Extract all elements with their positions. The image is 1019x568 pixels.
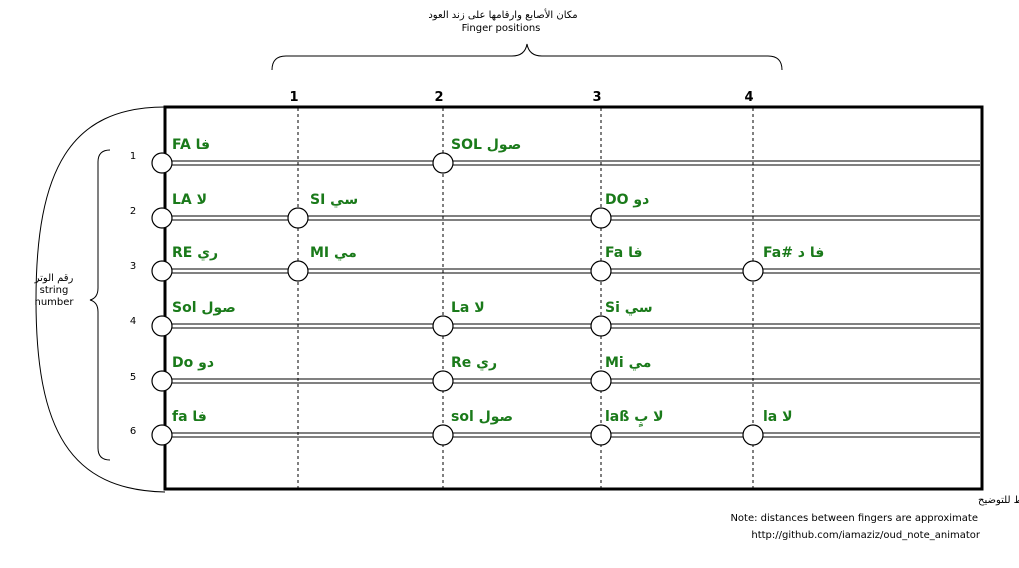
string-number-3: 3: [130, 261, 136, 272]
note-dot-s6-f0: [151, 424, 173, 446]
side-label-string: string: [40, 285, 69, 296]
note-dot-s4-f3: [590, 315, 612, 337]
string-number-1: 1: [130, 151, 136, 162]
note-dot-s5-f3: [590, 370, 612, 392]
note-dot-s6-f3: [590, 424, 612, 446]
note-dot-s3-f1: [287, 260, 309, 282]
fingerboard-frame: [163, 105, 984, 491]
note-dot-s4-f2: [432, 315, 454, 337]
finger-positions-brace: [271, 43, 783, 71]
fret-number-3: 3: [592, 90, 601, 105]
note-dot-s1-f0: [151, 152, 173, 174]
note-label-s4-f3: Si سي: [605, 300, 653, 316]
note-label-s1-f0: FA فا: [172, 137, 210, 153]
string-number-6: 6: [130, 426, 136, 437]
note-label-s6-f4: la لا: [763, 409, 793, 425]
note-label-s2-f1: SI سي: [310, 192, 358, 208]
fret-number-1: 1: [289, 90, 298, 105]
note-label-s4-f0: Sol صول: [172, 300, 236, 316]
footer-note-arabic: ملاحظة: الأبعاد بين الاصابع والنغمات تقر…: [978, 493, 1019, 506]
note-label-s6-f3: laß لا بٍ: [605, 409, 664, 428]
note-dot-s2-f1: [287, 207, 309, 229]
note-dot-s2-f3: [590, 207, 612, 229]
string-number-brace: [89, 149, 111, 461]
footer-note-english: Note: distances between fingers are appr…: [730, 513, 978, 524]
string-number-4: 4: [130, 316, 136, 327]
note-label-s3-f4: Fa# فا د: [763, 245, 824, 261]
note-label-s5-f2: Re ري: [451, 355, 497, 372]
note-dot-s4-f0: [151, 315, 173, 337]
note-label-s1-f2: صول SOL: [451, 137, 521, 153]
note-label-s3-f1: MI مي: [310, 245, 357, 261]
header-title-arabic: مكان الأصابع وارقامها على زند العود: [428, 8, 577, 21]
note-dot-s2-f0: [151, 207, 173, 229]
note-dot-s3-f0: [151, 260, 173, 282]
note-dot-s1-f2: [432, 152, 454, 174]
note-dot-s6-f4: [742, 424, 764, 446]
note-label-s2-f3: DO دو: [605, 192, 649, 208]
fret-number-2: 2: [434, 90, 443, 105]
note-label-s5-f0: Do دو: [172, 355, 214, 371]
header-title-english: Finger positions: [462, 23, 541, 34]
note-label-s4-f2: La لا: [451, 300, 485, 316]
string-number-5: 5: [130, 372, 136, 383]
note-label-s5-f3: Mi مي: [605, 355, 651, 371]
note-label-s6-f2: sol صول: [451, 409, 513, 425]
note-dot-s6-f2: [432, 424, 454, 446]
note-dot-s3-f3: [590, 260, 612, 282]
note-label-s6-f0: fa فا: [172, 409, 207, 425]
side-label-number: number: [34, 297, 74, 308]
note-label-s2-f0: LA لا: [172, 192, 207, 208]
note-dot-s3-f4: [742, 260, 764, 282]
note-dot-s5-f2: [432, 370, 454, 392]
side-label-arabic: رقم الوتر: [34, 273, 74, 284]
note-label-s3-f0: RE ري: [172, 245, 218, 262]
note-dot-s5-f0: [151, 370, 173, 392]
note-label-s3-f3: Fa فا: [605, 245, 643, 261]
side-bracket: [35, 106, 166, 493]
footer-url[interactable]: http://github.com/iamaziz/oud_note_anima…: [751, 530, 981, 541]
string-number-2: 2: [130, 206, 136, 217]
fret-number-4: 4: [744, 90, 753, 105]
